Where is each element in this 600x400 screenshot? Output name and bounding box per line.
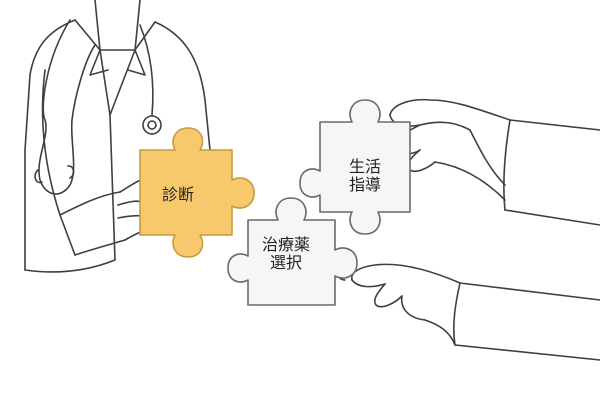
puzzle-piece-lifestyle: [299, 99, 411, 235]
lifestyle-label-line-1: 生活: [349, 157, 382, 176]
puzzle-piece-diagnosis: [139, 127, 255, 258]
medication-label-line-2: 選択: [270, 253, 303, 273]
right-top-hand: [389, 98, 600, 226]
puzzle-piece-medication: [227, 197, 358, 306]
puzzle-label-lifestyle: 生活 指導: [349, 157, 382, 195]
diagnosis-label-line: 診断: [162, 185, 195, 204]
puzzle-label-diagnosis: 診断: [162, 185, 195, 204]
lifestyle-label-line-2: 指導: [349, 175, 382, 195]
stethoscope-icon: [34, 19, 162, 195]
medication-label-line-1: 治療薬: [262, 235, 311, 254]
right-bottom-hand: [336, 263, 600, 361]
puzzle-label-medication: 治療薬 選択: [262, 235, 311, 273]
